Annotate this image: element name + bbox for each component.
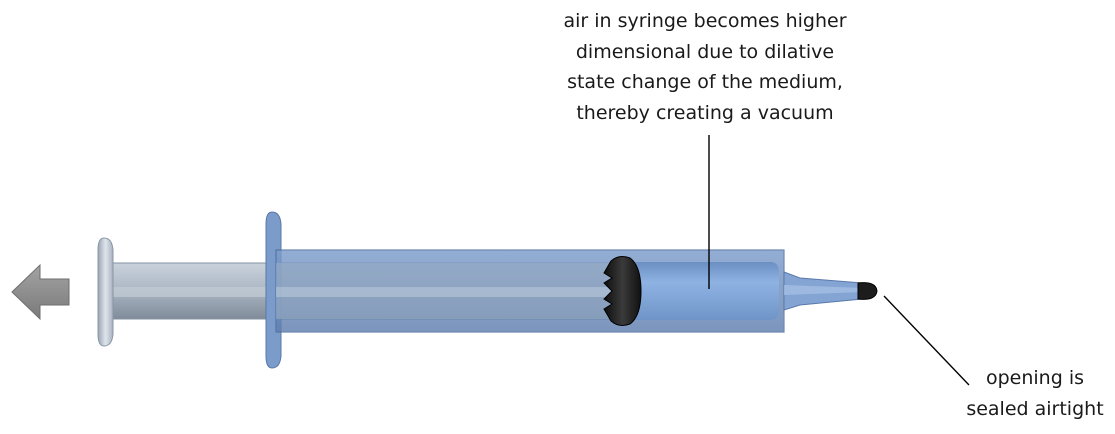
seal-leader-line [883,295,970,386]
seal-cap [857,282,878,300]
syringe-nozzle [783,271,863,311]
seal-annotation: opening is sealed airtight [955,363,1115,424]
vacuum-annotation-line: thereby creating a vacuum [576,101,834,124]
vacuum-annotation-line: state change of the medium, [567,71,843,93]
vacuum-annotation: air in syringe becomes higher dimensiona… [540,6,870,128]
rubber-stopper [603,256,642,326]
vacuum-annotation-line: dimensional due to dilative [575,40,835,63]
vacuum-annotation-line: air in syringe becomes higher [563,10,847,32]
arrow-left-icon [11,263,70,321]
air-chamber [628,262,779,320]
seal-annotation-line: opening is [985,367,1084,389]
seal-annotation-line: sealed airtight [966,397,1104,420]
plunger-thumb-rest [97,237,114,347]
